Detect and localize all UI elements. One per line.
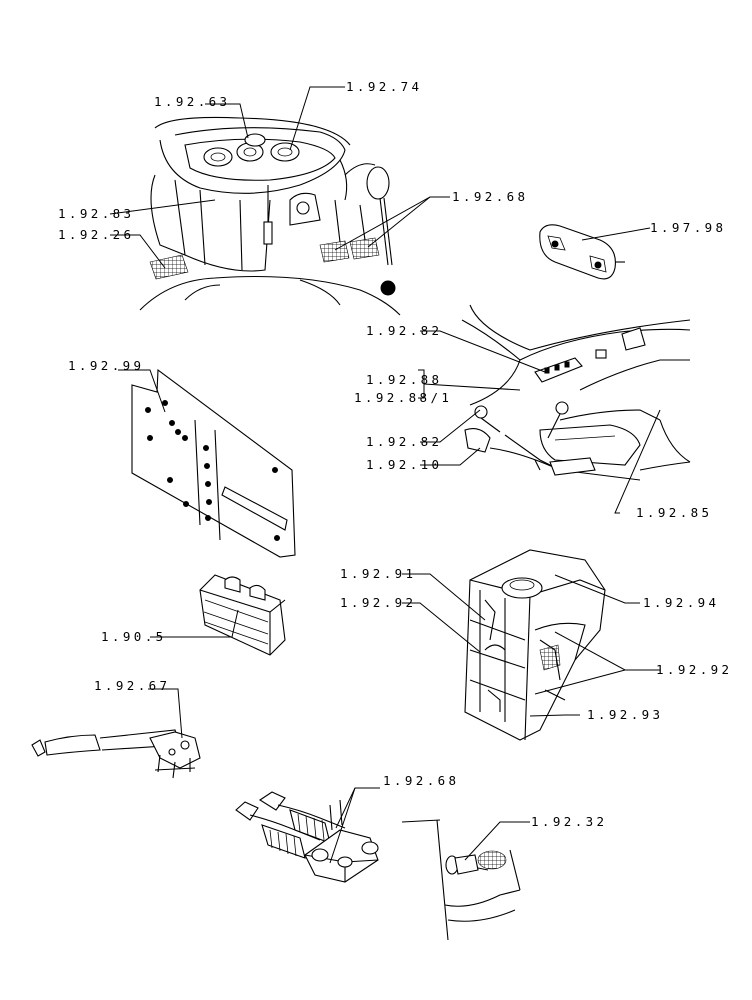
label-1-92-91: 1.92.91 xyxy=(340,566,416,581)
hand-brake-lever-illustration xyxy=(31,729,201,779)
label-1-92-88: 1.92.88 xyxy=(366,372,442,387)
label-1-92-63: 1.92.63 xyxy=(154,94,230,109)
label-1-92-92-a: 1.92.92 xyxy=(340,595,416,610)
cab-interior-illustration xyxy=(461,304,691,481)
steering-dashboard-illustration xyxy=(139,116,401,316)
label-1-92-88-1: 1.92.88/1 xyxy=(354,390,452,405)
cab-frame-illustration xyxy=(464,549,606,741)
small-pedal-illustration xyxy=(401,819,521,941)
label-1-90-5: 1.90.5 xyxy=(101,629,167,644)
part-labels: 1.92.63 1.92.74 1.92.83 1.92.26 1.92.68 … xyxy=(58,79,732,829)
label-1-92-68-top: 1.92.68 xyxy=(452,189,528,204)
brake-master-cylinder-illustration xyxy=(235,791,379,883)
leader-lines xyxy=(109,86,661,864)
label-1-92-67: 1.92.67 xyxy=(94,678,170,693)
label-1-92-26: 1.92.26 xyxy=(58,227,134,242)
label-1-92-82-a: 1.92.82 xyxy=(366,323,442,338)
battery-illustration xyxy=(199,574,286,656)
label-1-92-94: 1.92.94 xyxy=(643,595,719,610)
label-1-92-68-bottom: 1.92.68 xyxy=(383,773,459,788)
label-1-92-85: 1.92.85 xyxy=(636,505,712,520)
mounting-plate-illustration xyxy=(131,368,296,558)
label-1-92-10: 1.92.10 xyxy=(366,457,442,472)
label-1-97-98: 1.97.98 xyxy=(650,220,726,235)
label-1-92-82-b: 1.92.82 xyxy=(366,434,442,449)
label-1-92-99: 1.92.99 xyxy=(68,358,144,373)
label-1-92-32: 1.92.32 xyxy=(531,814,607,829)
label-1-92-92-b: 1.92.92 xyxy=(656,662,732,677)
label-1-92-93: 1.92.93 xyxy=(587,707,663,722)
label-1-92-74: 1.92.74 xyxy=(346,79,422,94)
label-1-92-83: 1.92.83 xyxy=(58,206,134,221)
mirror-component-illustration xyxy=(539,224,625,280)
